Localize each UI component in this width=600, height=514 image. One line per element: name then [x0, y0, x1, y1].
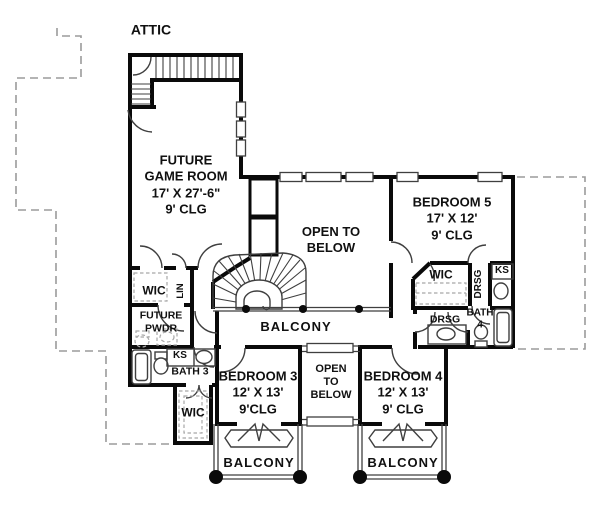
room-label-ks-bath4: KS: [495, 264, 509, 276]
room-label-wic-bedroom3: WIC: [181, 405, 205, 420]
stair-railing: [235, 279, 283, 310]
open-below-railings: [302, 342, 360, 427]
room-label-wic-bedroom5: WIC: [429, 267, 453, 282]
bath4-door-arc: [447, 311, 469, 333]
closet-fixtures: [133, 272, 467, 439]
wic3-door-arcs: [185, 384, 213, 399]
room-label-balcony-main: BALCONY: [260, 318, 332, 334]
roof-outline: [15, 28, 586, 445]
room-label-drsg-upper: DRSG: [472, 269, 484, 299]
balcony-railing: [213, 305, 391, 313]
walls: [128, 53, 515, 445]
room-label-open-below-small: OPEN TO BELOW: [310, 363, 352, 402]
ks-sink: [493, 282, 509, 300]
room-label-attic: ATTIC: [130, 21, 172, 38]
room-label-ks-bath3: KS: [173, 349, 187, 361]
balcony-post: [353, 470, 367, 484]
doors: [139, 241, 491, 399]
windows: [235, 101, 503, 183]
wic5-door-arc: [429, 263, 436, 282]
room-label-balcony-right: BALCONY: [367, 454, 439, 470]
bedroom5-door-arc: [390, 241, 413, 264]
room-label-bedroom4: BEDROOM 4 12' X 13' 9' CLG: [363, 368, 443, 417]
room-label-drsg-lower: DRSG: [429, 313, 461, 326]
room-label-balcony-left: BALCONY: [223, 454, 295, 470]
bath4-tub: [493, 308, 513, 347]
room-label-bedroom5: BEDROOM 5 17' X 12' 9' CLG: [412, 194, 492, 243]
powder-door-arc: [157, 304, 185, 332]
hall-door-arc: [197, 243, 223, 269]
bath3-toilet: [153, 357, 169, 375]
wic3-rod-dashed: [178, 390, 208, 439]
bath3-counter: [166, 348, 216, 367]
bath4-toilet: [473, 324, 489, 340]
bedroom3-door-arc: [220, 347, 246, 373]
wic-door-arc: [139, 245, 163, 269]
drsg-upper-door-arc: [467, 244, 487, 264]
room-label-bath3: BATH 3: [171, 365, 209, 378]
bath3-sink: [195, 349, 213, 365]
bedroom4-door-arc: [391, 347, 419, 375]
drsg2-door-arc: [414, 311, 436, 333]
attic-door-arc: [132, 56, 152, 76]
curved-staircase: [212, 252, 307, 311]
game-room-door-arc: [127, 109, 153, 133]
linen-door-arc: [171, 253, 187, 269]
powder-toilet-dashed: [135, 330, 150, 338]
railing-post: [299, 305, 307, 313]
bath3-tub: [131, 349, 152, 385]
room-label-linen: LIN: [175, 283, 187, 299]
french-doors: [224, 422, 438, 448]
balconies: [209, 424, 451, 484]
attic-stairs: [127, 56, 234, 133]
balcony-post: [293, 470, 307, 484]
room-label-powder: FUTURE PWDR: [139, 309, 183, 334]
room-label-game-room: FUTURE GAME ROOM 17' X 27'-6" 9' CLG: [144, 152, 228, 217]
room-label-open-below: OPEN TO BELOW: [301, 223, 361, 255]
drsg-lower-door-arc: [471, 305, 491, 325]
balcony-post: [209, 470, 223, 484]
chimney-chase: [248, 177, 279, 257]
railing-post: [355, 305, 363, 313]
ks-box: [491, 263, 514, 280]
drsg-counter: [427, 324, 467, 345]
bathroom-fixtures: [131, 263, 514, 385]
hall-balcony-door-arc: [194, 310, 218, 334]
room-label-wic-hall: WIC: [142, 283, 166, 298]
bath4-toilet-tank: [474, 340, 488, 348]
room-label-bath4: BATH 4: [466, 307, 494, 331]
balcony-post: [437, 470, 451, 484]
room-label-bedroom3: BEDROOM 3 12' X 13' 9'CLG: [218, 368, 298, 417]
wic-shelves-dashed: [133, 272, 168, 302]
drsg-sink: [436, 327, 456, 341]
railing-post: [242, 305, 250, 313]
